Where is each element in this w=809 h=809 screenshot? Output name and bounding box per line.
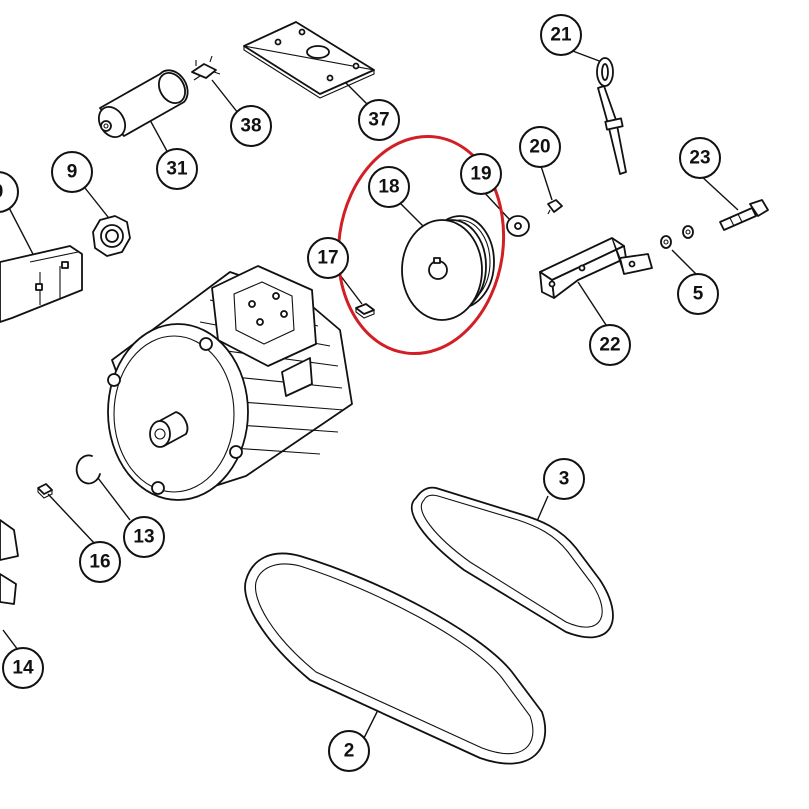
callout-37[interactable]: 37 (358, 99, 400, 141)
callout-19[interactable]: 19 (460, 153, 502, 195)
part-angle-bracket (539, 237, 653, 299)
part-plate (243, 21, 375, 99)
part-bolt (719, 199, 769, 231)
callout-label: 9 (67, 162, 78, 183)
part-washer (506, 215, 530, 237)
callout-14[interactable]: 14 (2, 647, 44, 689)
callout-label: 37 (368, 110, 389, 131)
part-capacitor (97, 69, 189, 138)
callout-23[interactable]: 23 (679, 137, 721, 179)
callout-9[interactable]: 9 (51, 151, 93, 193)
callout-label: 18 (378, 177, 399, 198)
callout-label: 0 (0, 182, 3, 203)
callout-31[interactable]: 31 (156, 148, 198, 190)
part-nut (92, 215, 131, 257)
callout-label: 38 (240, 116, 261, 137)
callout-label: 31 (166, 159, 188, 180)
part-electric-motor (107, 265, 353, 501)
callout-16[interactable]: 16 (79, 541, 121, 583)
callout-3[interactable]: 3 (543, 458, 585, 500)
part-fan (0, 519, 19, 605)
callout-label: 22 (599, 335, 620, 356)
callout-0[interactable]: 0 (0, 171, 19, 213)
callout-20[interactable]: 20 (519, 126, 561, 168)
part-belt-small (410, 486, 614, 639)
part-circlip (75, 454, 101, 485)
callout-label: 14 (12, 658, 34, 679)
callout-label: 19 (470, 164, 491, 185)
part-small-bolt (547, 199, 563, 215)
callout-22[interactable]: 22 (589, 324, 631, 366)
part-key (355, 303, 375, 319)
callout-5[interactable]: 5 (677, 273, 719, 315)
callout-label: 20 (529, 137, 550, 158)
callout-17[interactable]: 17 (307, 237, 349, 279)
callout-label: 2 (344, 741, 355, 762)
callout-label: 5 (693, 284, 704, 305)
callout-label: 23 (689, 148, 710, 169)
callout-18[interactable]: 18 (368, 166, 410, 208)
part-belt-large (244, 552, 547, 765)
highlight-ellipse (336, 134, 506, 356)
callout-21[interactable]: 21 (540, 14, 582, 56)
part-eye-bolt (596, 57, 627, 175)
callout-13[interactable]: 13 (123, 516, 165, 558)
callout-label: 3 (559, 469, 570, 490)
part-pulley (401, 215, 495, 321)
callout-label: 16 (89, 552, 110, 573)
part-small-key (37, 483, 53, 499)
callout-label: 17 (317, 248, 338, 269)
part-clip (191, 55, 221, 81)
part-washers (660, 225, 694, 249)
callout-label: 21 (550, 25, 572, 46)
callout-label: 13 (133, 527, 154, 548)
callout-38[interactable]: 38 (230, 105, 272, 147)
part-bracket-left (0, 245, 83, 323)
callout-2[interactable]: 2 (328, 730, 370, 772)
